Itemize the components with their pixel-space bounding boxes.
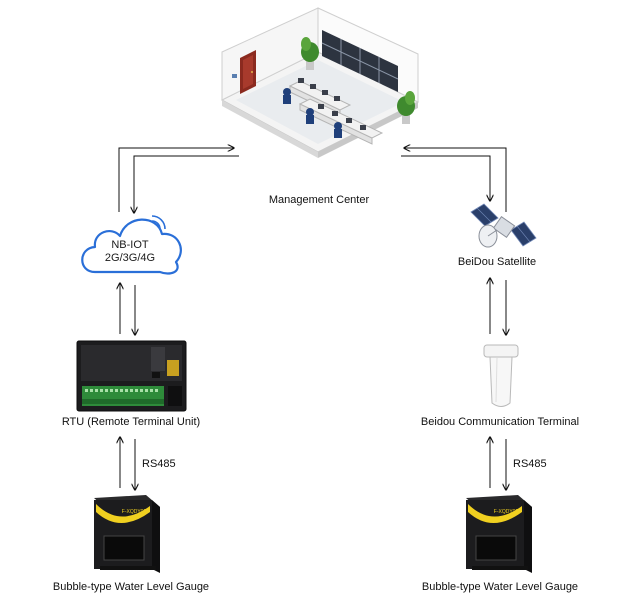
- link-cloud-to-center: [118, 148, 239, 213]
- link-terminal-to-gauge: [490, 437, 506, 490]
- beidou-terminal-icon: [483, 344, 519, 407]
- link-satellite-to-center: [401, 148, 507, 212]
- management-center-label: Management Center: [269, 194, 370, 206]
- link-satellite-to-terminal: [490, 278, 506, 335]
- link-rtu-to-gauge: [120, 437, 135, 490]
- rtu-label: RTU (Remote Terminal Unit): [62, 416, 200, 428]
- satellite-label: BeiDou Satellite: [458, 256, 536, 268]
- rs485-label-right: RS485: [513, 458, 547, 470]
- satellite-icon: [470, 203, 537, 248]
- management-center-illustration: [220, 7, 420, 158]
- water-level-gauge-left-icon: [94, 495, 160, 573]
- water-level-gauge-right-icon: [466, 495, 532, 573]
- gauge-left-label: Bubble-type Water Level Gauge: [53, 581, 209, 593]
- nb-iot-cloud-icon: [81, 215, 182, 275]
- gauge-right-label: Bubble-type Water Level Gauge: [422, 581, 578, 593]
- cloud-network-sub-label: 2G/3G/4G: [105, 252, 155, 264]
- cloud-network-label: NB-IOT: [111, 239, 149, 251]
- rtu-device-icon: [76, 340, 187, 412]
- gauge-left-badge: F-XQDY00: [122, 509, 147, 515]
- link-cloud-to-rtu: [120, 283, 135, 335]
- beidou-terminal-label: Beidou Communication Terminal: [421, 416, 579, 428]
- gauge-right-badge: F-XQDY00: [494, 509, 519, 515]
- rs485-label-left: RS485: [142, 458, 176, 470]
